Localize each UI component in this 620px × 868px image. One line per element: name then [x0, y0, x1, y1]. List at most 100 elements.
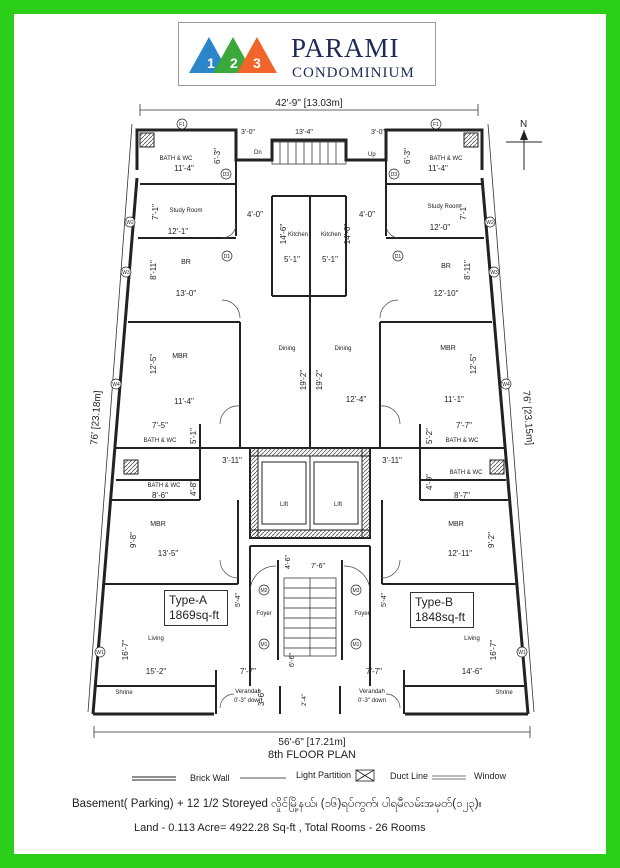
logo-graphic: 1 2 3 PARAMI CONDOMINIUM	[189, 33, 415, 81]
dim-bottom-width: 56'-6" [17.21m]	[278, 737, 345, 748]
room-study-r: Study Room	[427, 204, 460, 210]
legend-light: Light Partition	[296, 770, 351, 780]
dim-bath-ll-w: 8'-6"	[152, 491, 168, 500]
room-kitchen-r: Kitchen	[321, 232, 341, 238]
dim-dining-r-w: 12'-4"	[346, 395, 367, 404]
dim-foyer-l: 5'-4"	[235, 593, 242, 607]
dim-br-l-h: 8'-11"	[149, 260, 158, 280]
tag-w1-b: W1	[518, 650, 526, 656]
room-mbr-r: MBR	[440, 345, 456, 352]
dim-mbr2-l-w: 13'-5"	[158, 549, 179, 558]
tag-w3-b: W3	[490, 270, 498, 276]
dim-study-door-l: 4'-0"	[247, 210, 263, 219]
dim-lift-r: 3'-11"	[382, 456, 402, 465]
dimension-lines	[87, 104, 535, 738]
logo-badge-2: 2	[230, 55, 238, 71]
room-bath-ml: BATH & WC	[144, 438, 178, 444]
dim-mbr2-l-h: 9'-8"	[129, 532, 138, 548]
dim-br-r-h: 8'-11"	[463, 260, 472, 280]
logo-badge-1: 1	[207, 55, 215, 71]
tag-m1-a: M1	[261, 642, 268, 648]
component-tags: F1 F1 W2 W2 W3 W3 W4 W4 W1 W1 D1 D1 D3 D…	[94, 118, 528, 658]
dim-bath-tl-w: 11'-4"	[174, 164, 194, 173]
dim-kitchen-r-w: 5'-1"	[322, 255, 338, 264]
dim-corner-r: 3'-0"	[371, 129, 385, 136]
logo-subtitle: CONDOMINIUM	[292, 65, 415, 81]
dim-study-r-w: 12'-0"	[430, 223, 451, 232]
dim-mbr-l-w: 11'-4"	[174, 397, 194, 406]
dim-kitchen-l-h: 14'-6"	[279, 224, 288, 245]
tag-f1-b: F1	[433, 122, 439, 128]
dim-stair-small: 4'-6"	[285, 555, 292, 569]
type-b-box: Type-B 1848sq-ft	[410, 592, 474, 628]
tag-m1-b: M1	[353, 642, 360, 648]
dim-study-l-h: 7'-1"	[151, 204, 160, 220]
room-bath-tl: BATH & WC	[160, 156, 194, 162]
lift-cars	[261, 456, 359, 530]
tag-m3: M3	[353, 588, 360, 594]
legend: Brick Wall Light Partition Duct Line Win…	[132, 769, 507, 783]
room-verandah-note-r: 0'-3" down	[358, 698, 386, 704]
tag-w4-a: W4	[112, 382, 120, 388]
type-a-area: 1869sq-ft	[169, 608, 220, 622]
tag-w1-a: W1	[96, 650, 104, 656]
dim-mbr2-r-h: 9'-2"	[487, 532, 496, 548]
outer-walls	[91, 128, 530, 716]
dim-br-r-w: 12'-10"	[434, 289, 459, 298]
dim-bath-mr-w: 7'-7"	[456, 421, 472, 430]
dim-stair-w: 7'-6"	[311, 563, 325, 570]
dim-study-door-r: 4'-0"	[359, 210, 375, 219]
dim-mbr-r-h: 12'-5"	[469, 354, 478, 375]
room-foyer-l: Foyer	[256, 611, 271, 617]
dim-kitchen-l-w: 5'-1"	[284, 255, 300, 264]
north-arrow-icon: N	[506, 119, 542, 170]
plan-title: 8th FLOOR PLAN	[268, 749, 356, 761]
room-verandah-note-l: 0'-3" down	[234, 698, 262, 704]
dim-corner-l: 3'-0"	[241, 129, 255, 136]
room-mbr2-r: MBR	[448, 521, 464, 528]
tag-w2-b: W2	[486, 220, 494, 226]
room-bath-mr: BATH & WC	[446, 438, 480, 444]
dim-ver-l-w: 7'-7"	[240, 667, 256, 676]
dim-study-r-h: 7'-1"	[459, 204, 468, 220]
room-verandah-r: Verandah	[359, 689, 385, 695]
dim-ver-c-h: 6'-6"	[289, 653, 296, 667]
tag-d3-b: D3	[391, 172, 398, 178]
dim-bath-tr-h: 6'-3"	[403, 148, 412, 164]
dim-dining-l-h: 19'-2"	[299, 370, 308, 391]
type-b-label: Type-B	[415, 595, 454, 609]
tag-w2-a: W2	[126, 220, 134, 226]
dim-living-r-w: 14'-6"	[462, 667, 483, 676]
type-a-label: Type-A	[169, 593, 208, 607]
stair-dn-label: Dn	[254, 150, 262, 156]
dim-kitchen-r-h: 14'-6"	[343, 224, 352, 245]
parami-logo: 1 2 3 PARAMI CONDOMINIUM	[178, 22, 436, 86]
room-verandah-l: Verandah	[235, 689, 261, 695]
dim-right-height: 76' [23.15m]	[520, 390, 535, 446]
room-lift-l: Lift	[280, 502, 288, 508]
tag-d1-a: D1	[224, 254, 231, 260]
room-br-r: BR	[441, 263, 451, 270]
land-line: Land - 0.113 Acre= 4922.28 Sq-ft , Total…	[134, 822, 426, 834]
dim-bath-tl-h: 6'-3"	[213, 148, 222, 164]
room-bath-tr: BATH & WC	[430, 156, 464, 162]
room-mbr-l: MBR	[172, 353, 188, 360]
dim-top-width: 42'-9" [13.03m]	[275, 98, 342, 109]
dim-left-height: 76' [23.18m]	[89, 390, 104, 446]
dim-ver-c2: 2'-4"	[302, 694, 308, 706]
dim-br-l-w: 13'-0"	[176, 289, 197, 298]
dim-mbr-r-w: 11'-1"	[444, 395, 464, 404]
dim-mbr-l-h: 12'-5"	[149, 354, 158, 375]
room-dining-l: Dining	[278, 346, 295, 352]
dim-foyer-r: 5'-4"	[381, 593, 388, 607]
dim-ver-r-w: 7'-7"	[366, 667, 382, 676]
logo-badge-3: 3	[253, 55, 261, 71]
tag-f1-a: F1	[179, 122, 185, 128]
dim-bath-tr-w: 11'-4"	[428, 164, 448, 173]
dim-study-l-w: 12'-1"	[168, 227, 189, 236]
dim-lift-l: 3'-11"	[222, 456, 242, 465]
tag-d1-b: D1	[395, 254, 402, 260]
duct-shafts	[123, 132, 505, 539]
